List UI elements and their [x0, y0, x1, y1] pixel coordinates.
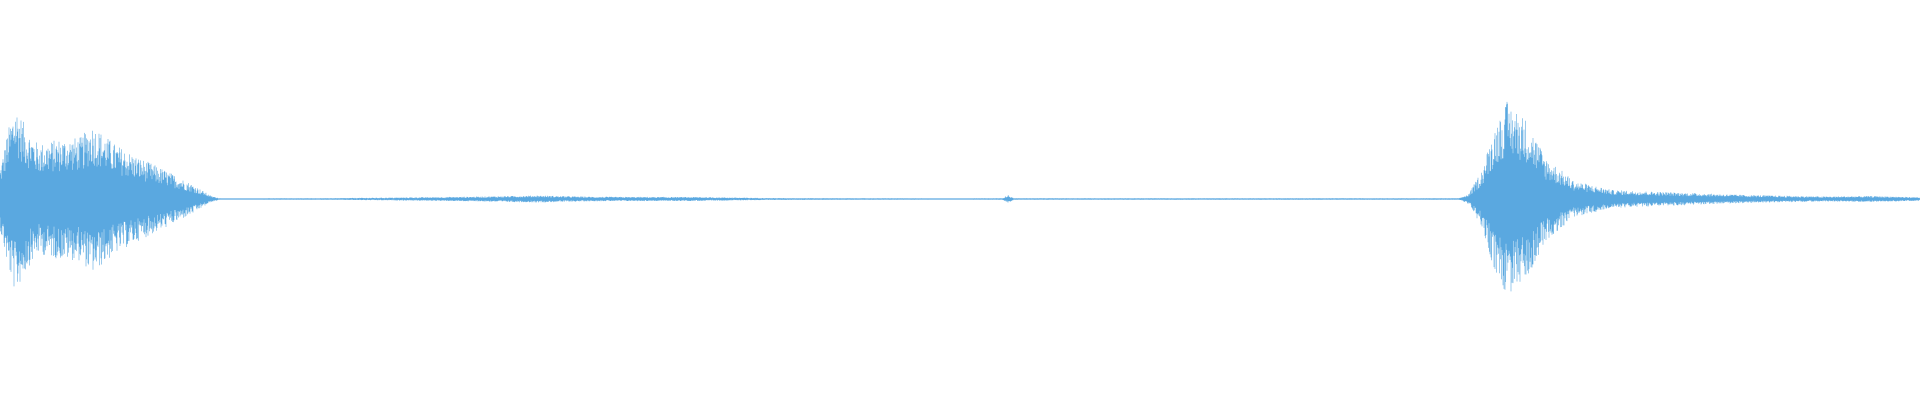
waveform-trace	[0, 101, 1920, 292]
